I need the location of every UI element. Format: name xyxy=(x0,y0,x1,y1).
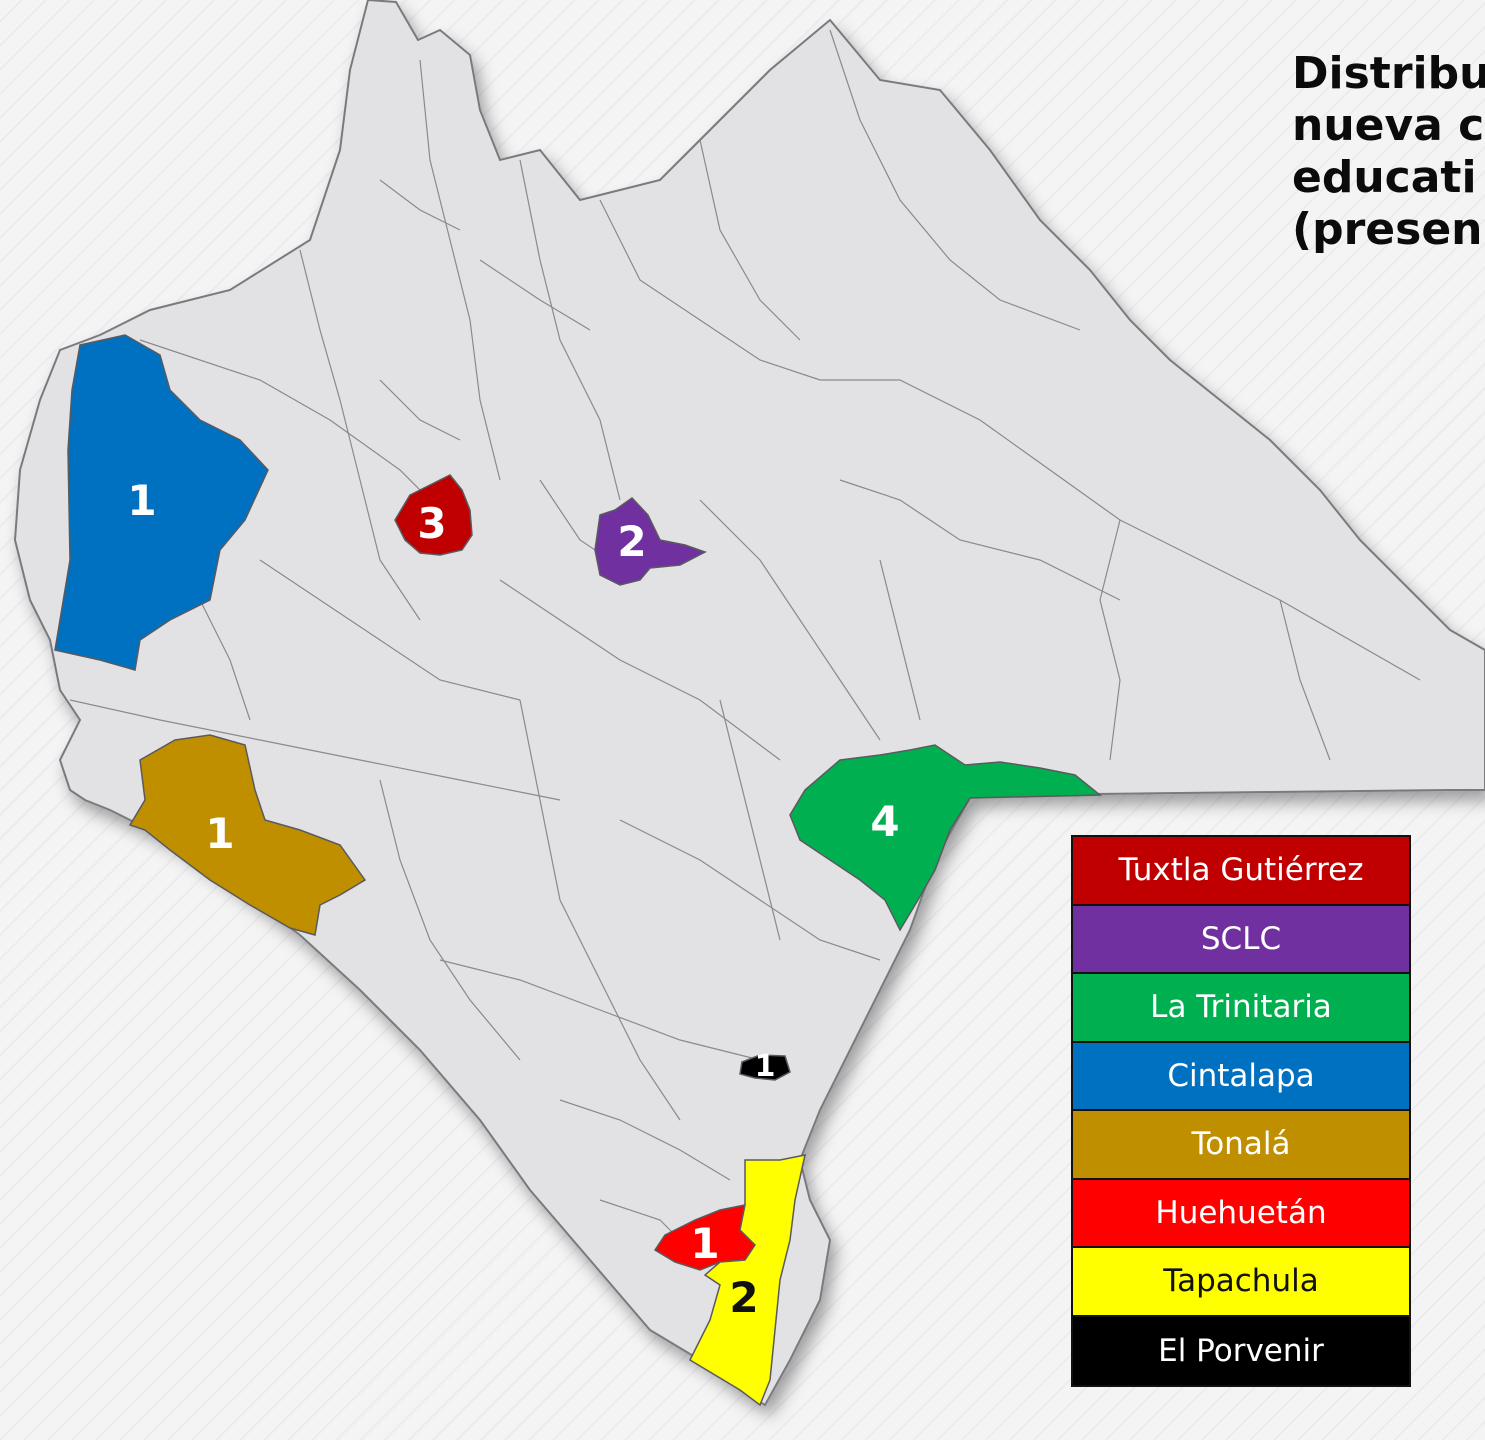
map-title: Distribu nueva c educati (presen xyxy=(1292,48,1485,338)
legend-item-la-trinitaria: La Trinitaria xyxy=(1073,974,1409,1043)
legend-item-cintalapa: Cintalapa xyxy=(1073,1042,1409,1111)
legend-label: SCLC xyxy=(1200,920,1282,957)
count-huehuetan: 1 xyxy=(690,1219,719,1268)
legend-item-tapachula: Tapachula xyxy=(1073,1248,1409,1317)
region-tuxtla xyxy=(394,474,473,556)
count-cintalapa: 1 xyxy=(127,476,156,525)
legend-label: Tonalá xyxy=(1191,1126,1291,1163)
count-el-porvenir: 1 xyxy=(755,1049,776,1084)
legend-item-tuxtla: Tuxtla Gutiérrez xyxy=(1073,837,1409,906)
legend: Tuxtla Gutiérrez SCLC La Trinitaria Cint… xyxy=(1071,835,1411,1387)
count-tapachula: 2 xyxy=(729,1273,758,1322)
count-sclc: 2 xyxy=(617,517,646,566)
region-la-trinitaria xyxy=(789,744,1103,932)
legend-label: La Trinitaria xyxy=(1150,989,1332,1026)
legend-item-tonala: Tonalá xyxy=(1073,1111,1409,1180)
region-cintalapa xyxy=(54,334,269,671)
count-tuxtla: 3 xyxy=(417,499,446,548)
legend-item-huehuetan: Huehuetán xyxy=(1073,1179,1409,1248)
state-outline xyxy=(13,0,1485,1407)
legend-label: Tapachula xyxy=(1163,1263,1319,1300)
title-line-4: (presen xyxy=(1292,204,1483,255)
region-tonala xyxy=(128,734,367,936)
title-line-2: nueva c xyxy=(1292,100,1485,151)
region-tapachula xyxy=(689,1154,806,1407)
legend-item-el-porvenir: El Porvenir xyxy=(1073,1316,1409,1385)
legend-label: Huehuetán xyxy=(1155,1194,1327,1231)
title-line-3: educati xyxy=(1292,152,1477,203)
legend-item-sclc: SCLC xyxy=(1073,905,1409,974)
count-tonala: 1 xyxy=(205,809,234,858)
region-sclc xyxy=(594,497,707,586)
title-line-1: Distribu xyxy=(1292,48,1485,99)
legend-label: El Porvenir xyxy=(1158,1332,1324,1369)
legend-label: Tuxtla Gutiérrez xyxy=(1118,852,1364,889)
region-el-porvenir xyxy=(739,1054,791,1081)
legend-label: Cintalapa xyxy=(1167,1057,1315,1094)
count-la-trinitaria: 4 xyxy=(870,797,899,846)
